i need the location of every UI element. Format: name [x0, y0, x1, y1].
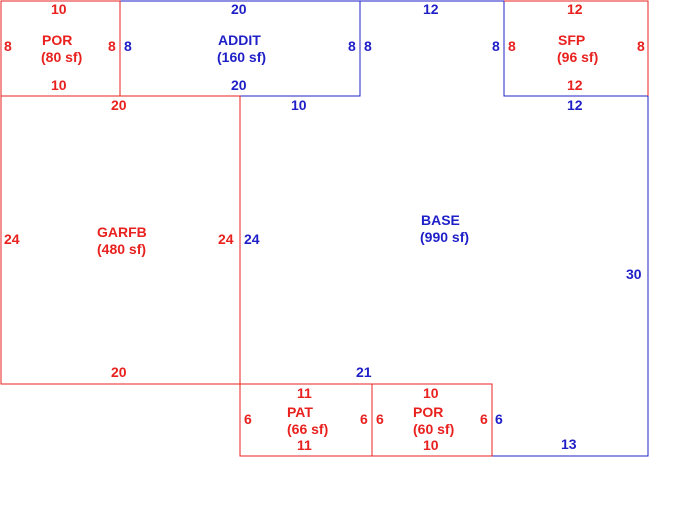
base-name: BASE — [421, 212, 460, 228]
sfp-size: (96 sf) — [557, 49, 598, 65]
por-bottom-area — [371, 383, 493, 457]
garfb-dim-top: 20 — [111, 97, 127, 113]
addit-dim-right: 8 — [348, 38, 356, 54]
addit-name: ADDIT — [218, 32, 261, 48]
por-bottom-dim-bottom: 10 — [423, 437, 439, 453]
por-bottom-outline — [371, 383, 493, 457]
base-dim-top-gap: 12 — [423, 1, 439, 17]
garfb-area — [0, 95, 241, 385]
garfb-dim-bottom: 20 — [111, 364, 127, 380]
pat-dim-left: 6 — [244, 411, 252, 427]
sfp-dim-left: 8 — [508, 38, 516, 54]
sfp-area — [504, 0, 649, 96]
por-top-dim-top: 10 — [51, 1, 67, 17]
addit-dim-bottom: 20 — [231, 77, 247, 93]
garfb-size: (480 sf) — [97, 241, 146, 257]
base-dim-bottom-left: 21 — [356, 364, 372, 380]
addit-size: (160 sf) — [217, 49, 266, 65]
garfb-name: GARFB — [97, 224, 147, 240]
por-bottom-name: POR — [413, 404, 443, 420]
base-dim-step: 6 — [495, 411, 503, 427]
garfb-dim-left: 24 — [4, 231, 20, 247]
sfp-dim-bottom: 12 — [567, 77, 583, 93]
por-bottom-dim-top: 10 — [423, 385, 439, 401]
pat-name: PAT — [287, 404, 313, 420]
base-dim-right-side: 30 — [626, 266, 642, 282]
base-dim-left-side: 24 — [244, 231, 260, 247]
pat-dim-right: 6 — [360, 411, 368, 427]
garfb-outline — [0, 95, 241, 385]
base-dim-top-left: 10 — [291, 97, 307, 113]
base-dim-top-right: 12 — [567, 97, 583, 113]
por-top-size: (80 sf) — [41, 49, 82, 65]
por-top-dim-left: 8 — [4, 38, 12, 54]
addit-dim-top: 20 — [231, 1, 247, 17]
pat-size: (66 sf) — [287, 421, 328, 437]
por-top-name: POR — [42, 32, 72, 48]
sfp-dim-top: 12 — [567, 1, 583, 17]
por-top-dim-right: 8 — [108, 38, 116, 54]
base-dim-notch-right: 8 — [492, 38, 500, 54]
por-bottom-dim-right: 6 — [480, 411, 488, 427]
base-dim-notch-left: 8 — [364, 38, 372, 54]
base-size: (990 sf) — [420, 229, 469, 245]
sfp-outline — [504, 0, 649, 96]
sfp-name: SFP — [558, 32, 585, 48]
por-top-dim-bottom: 10 — [51, 77, 67, 93]
garfb-dim-right: 24 — [218, 231, 234, 247]
pat-dim-top: 11 — [297, 385, 312, 401]
por-bottom-size: (60 sf) — [413, 421, 454, 437]
addit-dim-left: 8 — [124, 38, 132, 54]
por-bottom-dim-left: 6 — [376, 411, 384, 427]
base-dim-bottom-right: 13 — [561, 436, 577, 452]
sfp-dim-right: 8 — [637, 38, 645, 54]
pat-dim-bottom: 11 — [297, 437, 312, 453]
